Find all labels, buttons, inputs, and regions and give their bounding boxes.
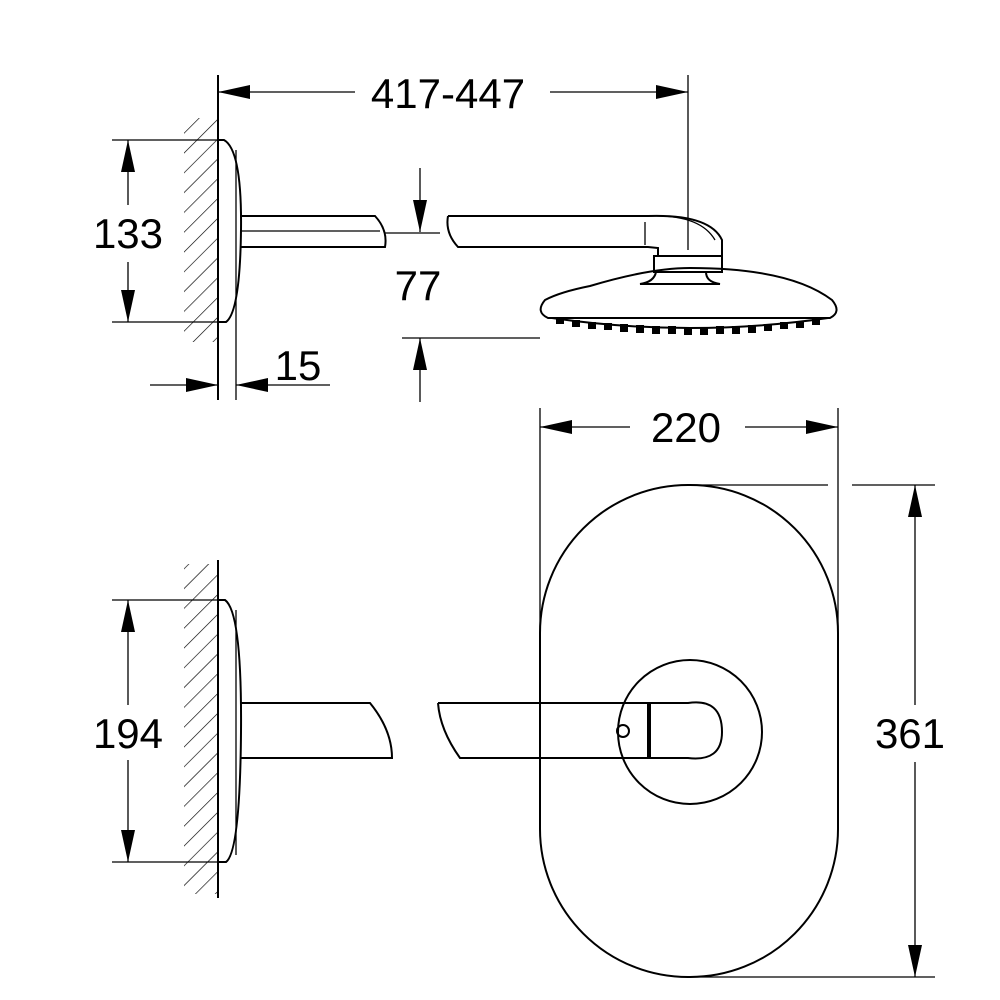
dim-arm-to-head: 77	[395, 168, 540, 402]
dim-label-flange-height-side: 133	[93, 210, 163, 257]
wall-flange-side	[218, 139, 243, 323]
side-view: 417-447 133 77 15	[93, 70, 838, 402]
dim-label-flange-height-front: 194	[93, 710, 163, 757]
head-top-view: 220 361	[539, 404, 945, 978]
dim-label-head-width: 220	[651, 404, 721, 451]
dim-flange-height-front: 194	[93, 599, 222, 863]
dim-mount-depth: 417-447	[218, 70, 689, 250]
dim-head-width: 220	[539, 404, 839, 720]
bottom-arm-left	[240, 702, 394, 759]
shower-head-dome	[539, 266, 838, 319]
head-outline	[539, 484, 839, 978]
dim-head-length: 361	[690, 484, 945, 978]
dim-label-head-length: 361	[875, 710, 945, 757]
dim-flange-height-side: 133	[93, 139, 222, 323]
wall-hatch-bottom	[184, 564, 218, 894]
head-connector	[653, 255, 723, 273]
shower-arm-left	[240, 215, 387, 248]
wall-hatch-top	[184, 118, 218, 342]
dim-label-arm-to-head: 77	[395, 262, 442, 309]
wall-flange-bottom	[218, 599, 243, 863]
head-neck	[639, 271, 721, 285]
arm-screw	[616, 724, 630, 738]
dim-label-flange-thickness: 15	[275, 342, 322, 389]
dim-flange-thickness: 15	[150, 342, 330, 392]
dim-label-mount-depth: 417-447	[371, 70, 525, 117]
nozzle-row	[551, 317, 829, 335]
shower-arm-right	[446, 214, 723, 257]
head-arm	[600, 701, 724, 760]
bottom-side-view: 194	[93, 560, 651, 898]
head-round-plate	[617, 659, 763, 805]
elbow-curve	[647, 215, 716, 241]
